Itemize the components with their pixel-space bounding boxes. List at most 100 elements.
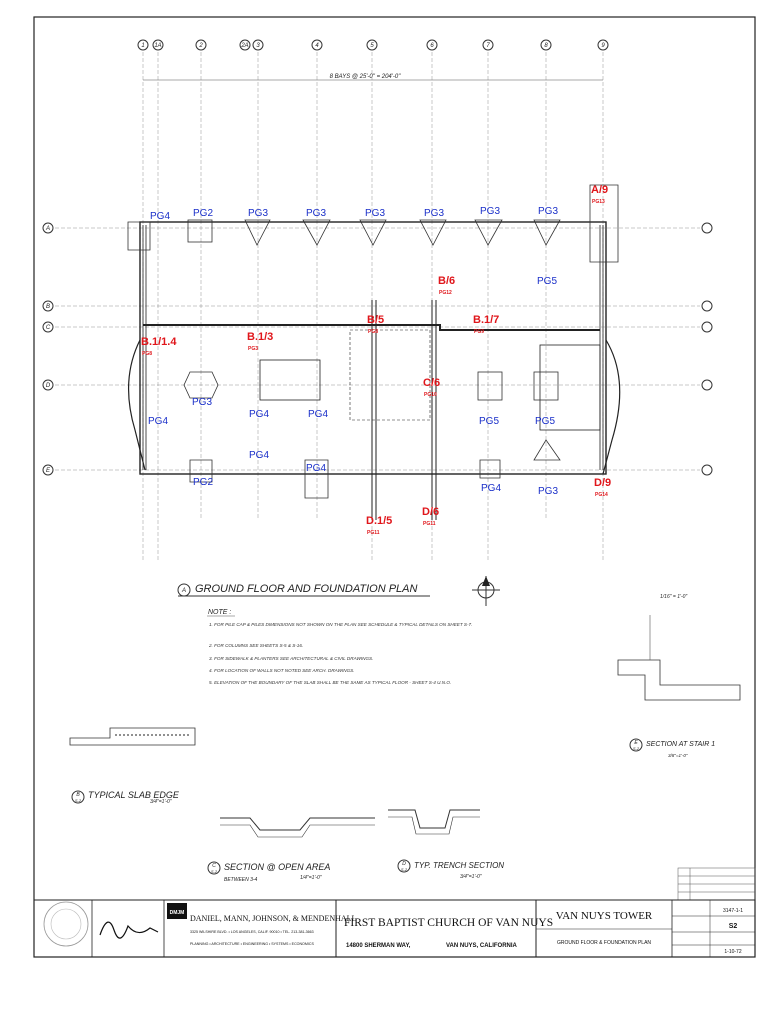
- grid-bubble-2a: 2A: [239, 39, 251, 51]
- client-address: 14800 SHERMAN WAY,: [346, 943, 411, 949]
- overall-dimension-text: 8 BAYS @ 25'-0" = 204'-0": [330, 74, 402, 80]
- pile-cap-label: PG3: [365, 208, 385, 219]
- pile-cap-label: PG4: [249, 409, 269, 420]
- svg-text:PG8: PG8: [142, 351, 152, 357]
- pile-cap-shapes: [127, 184, 619, 499]
- svg-text:PG8: PG8: [368, 329, 378, 335]
- svg-text:8: 8: [544, 43, 548, 49]
- svg-text:PG11: PG11: [423, 521, 436, 527]
- slab-edge-title: TYPICAL SLAB EDGE: [88, 790, 180, 800]
- grid-bubble-5: 5: [366, 39, 378, 51]
- svg-text:2A: 2A: [240, 43, 248, 49]
- pile-cap-label: PG5: [479, 416, 499, 427]
- note-2: 2. FOR COLUMNS SEE SHEETS S-5 & S-16.: [208, 643, 303, 648]
- job-number: 3147-1-1: [723, 908, 743, 914]
- svg-text:1A: 1A: [154, 43, 161, 49]
- note-1: 1. FOR PILE CAP & PILES DIMENSIONS NOT S…: [209, 622, 472, 627]
- svg-text:PG13: PG13: [592, 199, 605, 205]
- dmjm-logo: DMJM: [167, 903, 187, 919]
- svg-text:2: 2: [198, 43, 203, 49]
- svg-text:S-2: S-2: [401, 867, 408, 872]
- svg-text:7: 7: [486, 43, 490, 49]
- row-label-b: B: [46, 304, 50, 310]
- pile-cap-label: PG3: [424, 208, 444, 219]
- detail-typical-slab-edge: B S-2 TYPICAL SLAB EDGE 3/4"=1'-0": [69, 727, 196, 805]
- svg-text:PG10: PG10: [424, 392, 437, 398]
- note-4: 4. FOR LOCATION OF WALLS NOT NOTED SEE A…: [209, 668, 355, 673]
- pile-cap-label: PG3: [248, 208, 268, 219]
- firm-name: DANIEL, MANN, JOHNSON, & MENDENHALL: [190, 914, 357, 923]
- svg-text:D/6: D/6: [422, 506, 439, 518]
- pile-cap-label: PG4: [249, 450, 269, 461]
- svg-text:3/4"=1'-0": 3/4"=1'-0": [150, 799, 172, 805]
- row-label-d: D: [46, 383, 51, 389]
- revision-block: [677, 867, 756, 901]
- svg-text:D.1/5: D.1/5: [366, 515, 392, 527]
- sheet-title: GROUND FLOOR & FOUNDATION PLAN: [557, 940, 651, 946]
- pile-cap-label: PG3: [538, 486, 558, 497]
- pile-cap-label: PG3: [480, 206, 500, 217]
- svg-text:D: D: [402, 861, 406, 867]
- sheet-border: [33, 16, 756, 958]
- svg-text:1/4"=1'-0": 1/4"=1'-0": [300, 875, 322, 881]
- svg-text:PG3: PG3: [248, 346, 258, 352]
- pile-cap-label: PG3: [306, 208, 326, 219]
- firm-services: PLANNING • ARCHITECTURE • ENGINEERING • …: [190, 942, 314, 946]
- general-notes: NOTE : 1. FOR PILE CAP & PILES DIMENSION…: [207, 609, 472, 685]
- svg-text:B.1/1.4: B.1/1.4: [141, 336, 177, 348]
- overall-dimension: 8 BAYS @ 25'-0" = 204'-0": [143, 74, 603, 81]
- pile-cap-label: PG3: [538, 206, 558, 217]
- grid-row-bubbles: A B C D E: [42, 222, 713, 476]
- pile-cap-label: PG4: [148, 416, 168, 427]
- svg-text:PG12: PG12: [439, 290, 452, 296]
- grid-bubble-9: 9: [597, 39, 609, 51]
- client-city: VAN NUYS, CALIFORNIA: [446, 943, 518, 949]
- svg-text:9: 9: [601, 43, 605, 49]
- trench-title: TYP. TRENCH SECTION: [414, 861, 504, 870]
- note-5: 5. ELEVATION OF THE BOUNDARY OF THE SLAB…: [209, 680, 451, 685]
- plan-title: A GROUND FLOOR AND FOUNDATION PLAN 1/16"…: [177, 583, 687, 600]
- svg-text:B: B: [76, 792, 80, 798]
- svg-text:DMJM: DMJM: [170, 910, 185, 916]
- grid-bubble-8: 8: [540, 39, 552, 51]
- svg-text:3/4"=1'-0": 3/4"=1'-0": [460, 874, 482, 880]
- svg-text:B/6: B/6: [438, 275, 455, 287]
- pile-cap-label: PG2: [193, 208, 213, 219]
- grid-label: 1: [141, 43, 144, 49]
- grid-bubble-3: 3: [252, 39, 264, 51]
- engineer-seal-stamp: [43, 901, 89, 947]
- detail-trench-section: D S-2 TYP. TRENCH SECTION 3/4"=1'-0": [388, 809, 504, 880]
- grid-bubble-4: 4: [311, 39, 323, 51]
- svg-text:PG11: PG11: [367, 530, 380, 536]
- note-3: 3. FOR SIDEWALK & PLANTERS SEE ARCHITECT…: [209, 656, 373, 661]
- grid-column-bubbles: 1 1A 2 2A 3 4 5 6 7 8 9: [137, 39, 609, 51]
- row-label-a: A: [45, 226, 50, 232]
- svg-text:3: 3: [256, 43, 260, 49]
- detail-section-stair: E S-2 SECTION AT STAIR 1 3/8"=1'-0": [617, 615, 741, 758]
- pile-cap-label: PG4: [308, 409, 328, 420]
- svg-text:E: E: [634, 740, 638, 746]
- svg-text:A/9: A/9: [591, 184, 608, 196]
- grid-bubble-6: 6: [426, 39, 438, 51]
- grid-bubble-1a: 1A: [152, 39, 164, 51]
- pile-cap-label: PG5: [537, 276, 557, 287]
- grid-lines: [55, 52, 700, 560]
- svg-text:C: C: [212, 863, 216, 869]
- firm-address: 3325 WILSHIRE BLVD. • LOS ANGELES, CALIF…: [190, 930, 314, 934]
- svg-text:B.1/3: B.1/3: [247, 331, 273, 343]
- svg-text:S-2: S-2: [633, 746, 640, 751]
- grid-bubble-2: 2: [195, 39, 207, 51]
- detail-section-open-area: C S-2 SECTION @ OPEN AREA BETWEEN 3-4 1/…: [207, 817, 375, 883]
- svg-text:PG9: PG9: [474, 329, 484, 335]
- pile-cap-label: PG5: [535, 416, 555, 427]
- svg-text:3/8"=1'-0": 3/8"=1'-0": [668, 753, 688, 758]
- pile-cap-label: PG3: [192, 397, 212, 408]
- svg-text:S-2: S-2: [75, 798, 82, 803]
- project-name: VAN NUYS TOWER: [556, 910, 653, 922]
